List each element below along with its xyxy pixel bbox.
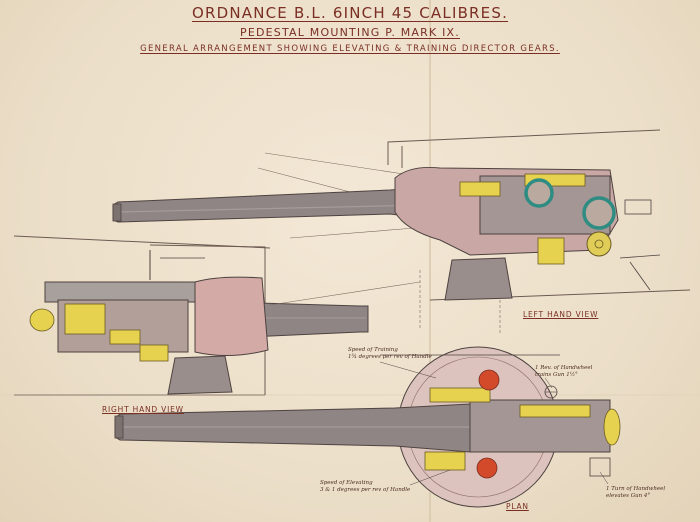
left-hand-view-drawing [112, 129, 691, 335]
pedestal [167, 355, 233, 395]
gearbox-outline [589, 457, 611, 477]
brass-fitting [64, 303, 106, 335]
training-speed-note: Speed of Training 1¾ degrees per rev of … [348, 347, 432, 361]
brass-fitting [519, 404, 591, 418]
training-speed-line2: 1¾ degrees per rev of Handle [348, 354, 432, 360]
sight-line [289, 227, 416, 239]
drawing-caption: GENERAL ARRANGEMENT SHOWING ELEVATING & … [140, 44, 560, 54]
brass-fitting [459, 181, 501, 197]
sight-bracket [619, 254, 661, 259]
drawing-subtitle: PEDESTAL MOUNTING P. MARK IX. [239, 26, 460, 39]
right-hand-view-drawing [13, 235, 421, 396]
handwheel-elevating-line1: 1 Turn of Handwheel [606, 486, 666, 492]
director-ring [524, 178, 554, 208]
leader-line [599, 471, 609, 485]
handwheel [586, 231, 612, 257]
muzzle [114, 415, 124, 439]
sight-bracket [629, 261, 651, 291]
muzzle [112, 203, 122, 222]
leader-line [379, 361, 437, 379]
brass-fitting [109, 329, 141, 345]
sight-bracket [624, 199, 652, 215]
elevating-speed-line1: Speed of Elevating [320, 480, 373, 486]
breech-housing [44, 281, 196, 303]
brass-handwheel [603, 408, 621, 446]
director-ring [582, 196, 616, 230]
right-hand-view-label: RIGHT HAND VIEW [102, 405, 184, 414]
handwheel-elevating-note: 1 Turn of Handwheel elevates Gun 4° [606, 486, 665, 500]
sight-line [269, 281, 421, 306]
red-gear [476, 457, 498, 479]
elevating-speed-line2: 3 & 1 degrees per rev of Handle [320, 487, 411, 493]
training-speed-line1: Speed of Training [348, 347, 398, 353]
leader-line [409, 469, 451, 486]
red-gear [478, 369, 500, 391]
cradle [194, 276, 269, 357]
handwheel-training-line2: trains Gun 1½° [535, 372, 578, 378]
brass-gearbox [537, 237, 565, 265]
left-hand-view-label: LEFT HAND VIEW [523, 310, 599, 319]
drawing-title: ORDNANCE B.L. 6INCH 45 CALIBRES. [191, 4, 509, 22]
brass-fitting [429, 387, 491, 403]
bulwark-outline [387, 129, 661, 165]
plan-view-label: PLAN [506, 502, 529, 511]
brass-fitting [424, 451, 466, 471]
plan-view-drawing [114, 346, 621, 508]
handwheel-training-note: 1 Rev. of Handwheel trains Gun 1½° [535, 365, 592, 379]
handwheel-training-line1: 1 Rev. of Handwheel [535, 365, 593, 371]
brass-handwheel [29, 308, 55, 332]
leader-line [544, 377, 553, 389]
pedestal [444, 257, 513, 301]
sight-line [264, 152, 411, 176]
elevating-speed-note: Speed of Elevating 3 & 1 degrees per rev… [320, 480, 410, 494]
handwheel-elevating-line2: elevates Gun 4° [606, 493, 651, 499]
handwheel-hub [594, 239, 604, 249]
brass-gearbox [139, 344, 169, 362]
